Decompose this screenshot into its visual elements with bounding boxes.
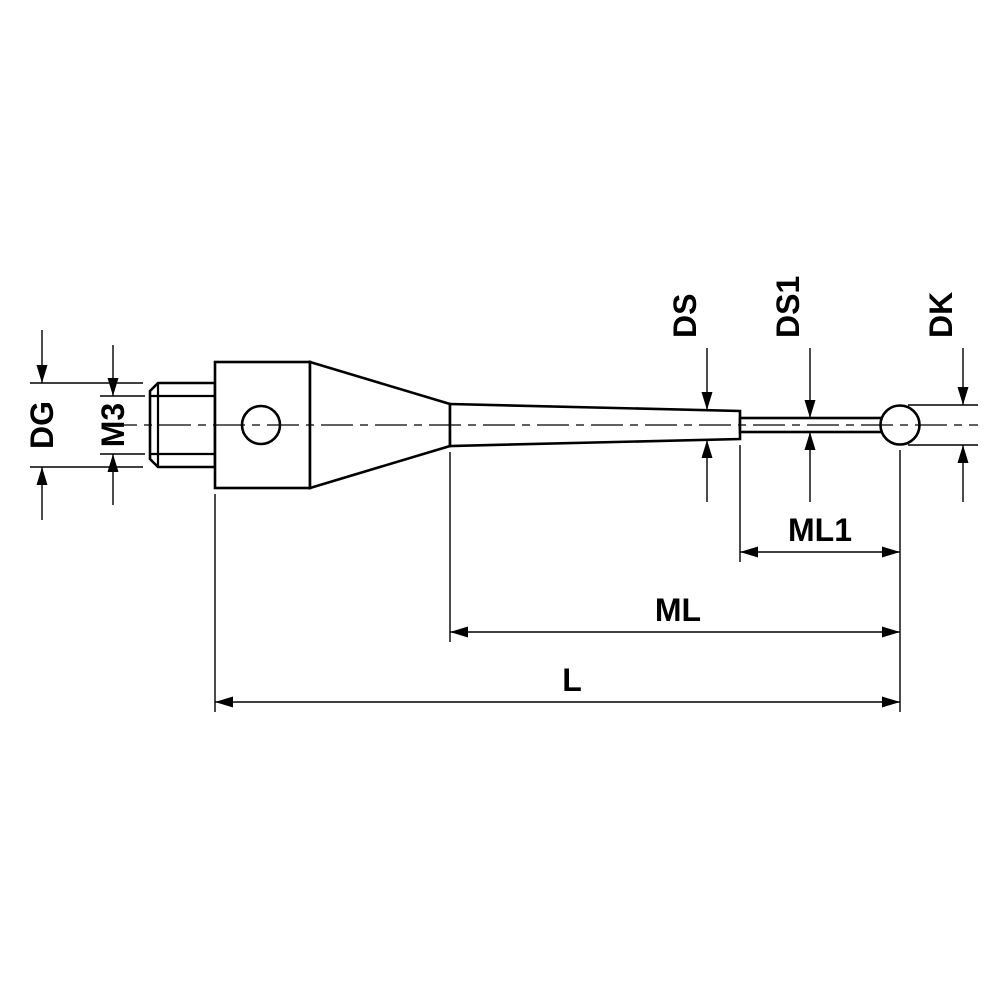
ml1-arrow-left [740, 546, 758, 558]
ds1-label: DS1 [770, 276, 806, 338]
dg-dimension: DG [24, 330, 143, 520]
dg-arrow-up [36, 467, 48, 485]
l-dimension: L [214, 494, 900, 712]
dk-label: DK [923, 292, 959, 338]
l-label: L [562, 662, 582, 698]
stylus-part [105, 360, 978, 490]
dk-dimension: DK [908, 292, 978, 502]
ml1-dimension: ML1 [739, 445, 901, 712]
ml-arrow-right [882, 626, 900, 638]
ds-arrow-down [701, 392, 713, 410]
dg-arrow-down [36, 365, 48, 383]
m3-label: M3 [95, 403, 131, 447]
ds-dimension: DS [667, 294, 713, 502]
m3-dimension: M3 [95, 345, 145, 505]
m3-arrow-up [107, 454, 119, 472]
dk-arrow-up [957, 445, 969, 463]
ds-arrow-up [701, 440, 713, 458]
l-arrow-right [882, 696, 900, 708]
m3-arrow-down [107, 378, 119, 396]
ds-label: DS [667, 294, 703, 338]
ds1-arrow-up [804, 432, 816, 450]
ml1-arrow-right [882, 546, 900, 558]
ml-arrow-left [450, 626, 468, 638]
ds1-dimension: DS1 [770, 276, 816, 502]
ml-label: ML [655, 592, 701, 628]
ml-dimension: ML [449, 452, 900, 642]
l-arrow-left [215, 696, 233, 708]
dk-arrow-down [957, 387, 969, 405]
ml1-label: ML1 [788, 512, 852, 548]
dg-label: DG [24, 401, 60, 449]
ds1-arrow-down [804, 400, 816, 418]
